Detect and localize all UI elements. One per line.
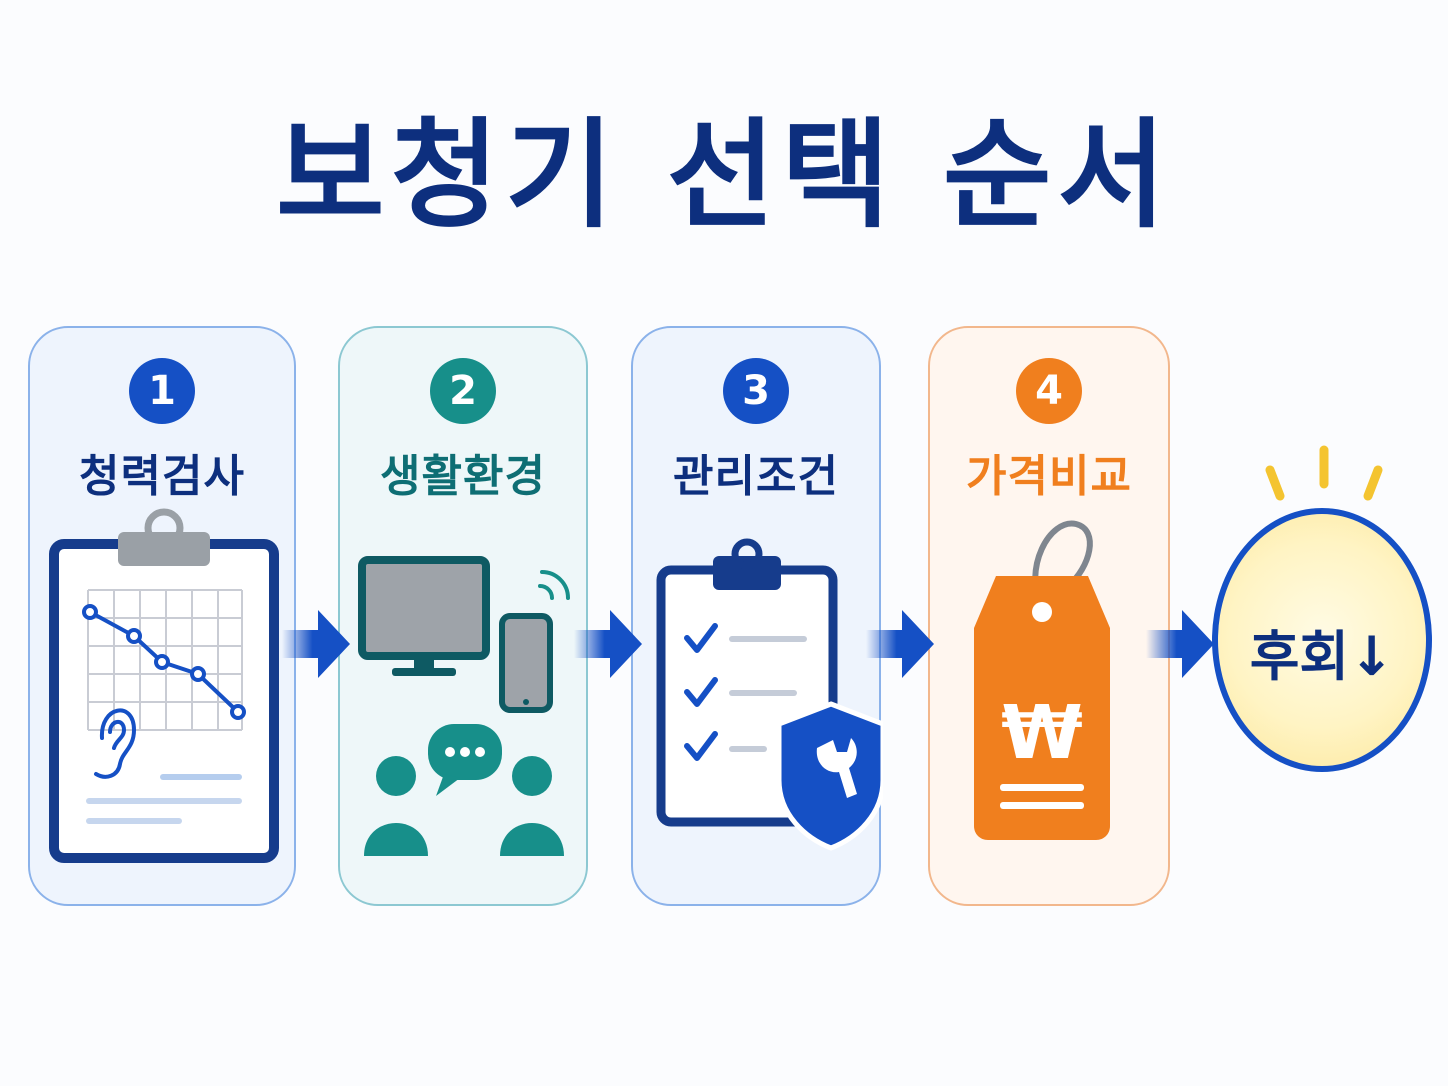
step-badge: 2 xyxy=(430,358,496,424)
clipboard-icon xyxy=(49,508,279,863)
monitor-icon xyxy=(358,556,490,676)
speech-bubble-icon xyxy=(428,724,502,796)
result-circle: 후회↓ xyxy=(1212,508,1432,772)
won-symbol: ₩ xyxy=(1001,690,1083,776)
ear-icon xyxy=(94,708,137,779)
step-card-lifestyle: 2 생활환경 xyxy=(338,326,588,906)
result-label: 후회↓ xyxy=(1249,625,1395,688)
step-label: 관리조건 xyxy=(673,451,839,502)
arrow-right-icon xyxy=(866,610,934,678)
step-label: 청력검사 xyxy=(79,451,245,502)
step-card-price: 4 가격비교 ₩ xyxy=(928,326,1170,906)
arrow-right-icon xyxy=(1146,610,1214,678)
arrow-right-icon xyxy=(282,610,350,678)
people-icon xyxy=(364,756,564,856)
page-title: 보청기 선택 순서 xyxy=(275,106,1173,244)
arrow-right-icon xyxy=(574,610,642,678)
light-rays-icon xyxy=(1265,445,1383,501)
price-tag-icon: ₩ xyxy=(974,520,1110,840)
step-card-hearing-test: 1 청력검사 xyxy=(28,326,296,906)
wifi-signal-icon xyxy=(538,570,570,600)
shield-wrench-icon xyxy=(776,701,883,851)
step-label: 생활환경 xyxy=(380,451,546,502)
step-badge: 3 xyxy=(723,358,789,424)
smartphone-icon xyxy=(499,613,553,713)
step-badge: 4 xyxy=(1016,358,1082,424)
step-card-maintenance: 3 관리조건 xyxy=(631,326,883,906)
step-badge: 1 xyxy=(129,358,195,424)
step-label: 가격비교 xyxy=(966,451,1132,502)
